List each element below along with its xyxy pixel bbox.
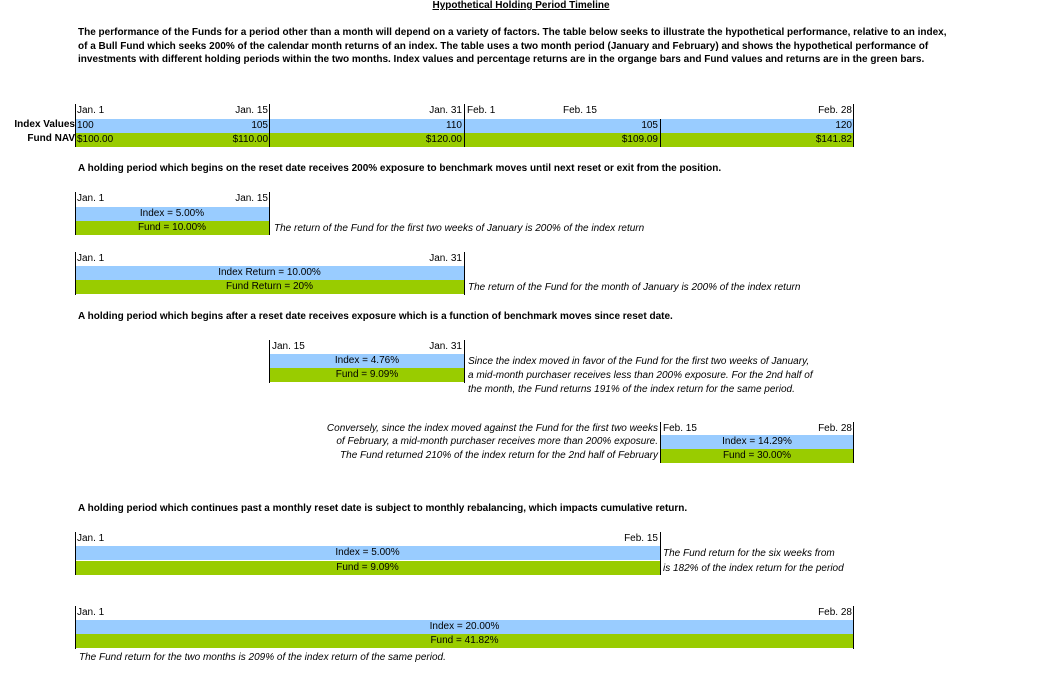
period-end: Feb. 28	[818, 607, 852, 618]
period-right-divider	[853, 422, 854, 463]
fund-return-bar: Fund = 30.00%	[660, 449, 854, 463]
index-return-bar: Index = 5.00%	[75, 207, 269, 221]
period-note-line-1: Conversely, since the index moved agains…	[326, 423, 658, 434]
period-start: Feb. 15	[662, 422, 697, 436]
fund-value-jan15: $110.00	[232, 134, 268, 145]
period-left-divider	[75, 606, 76, 649]
timeline-date-feb28: Feb. 28	[818, 105, 852, 116]
fund-value-feb28: $141.82	[815, 134, 852, 145]
period-start: Jan. 1	[77, 193, 105, 204]
fund-return-bar: Fund = 41.82%	[75, 634, 854, 648]
fund-return-bar: Fund Return = 20%	[75, 280, 464, 294]
period-note-line-1: The Fund return for the six weeks from	[663, 548, 835, 559]
period-note: The return of the Fund for the month of …	[468, 282, 801, 293]
index-return-bar: Index = 14.29%	[660, 435, 854, 449]
index-value-jan31: 110	[446, 120, 462, 131]
period-note-line-2: a mid-month purchaser receives less than…	[468, 370, 813, 381]
fund-value-jan1: $100.00	[77, 134, 114, 145]
period-left-divider	[75, 252, 76, 295]
section2-heading: A holding period which begins after a re…	[78, 311, 673, 322]
divider-feb15	[660, 119, 661, 147]
period-left-divider	[269, 340, 270, 383]
period-start: Jan. 15	[272, 341, 305, 352]
index-return-bar: Index = 5.00%	[75, 546, 660, 560]
period-right-divider	[464, 252, 465, 295]
index-return-bar: Index = 20.00%	[75, 620, 854, 634]
index-value-feb28: 120	[835, 120, 852, 131]
index-value-jan15: 105	[251, 120, 268, 131]
period-note-line-2: of February, a mid-month purchaser recei…	[336, 436, 658, 447]
divider-feb28	[853, 104, 854, 147]
divider-jan1	[75, 104, 76, 147]
page-title: Hypothetical Holding Period Timeline	[432, 0, 610, 11]
period-end: Feb. 15	[624, 533, 658, 544]
period-left-divider	[75, 192, 76, 235]
fund-return-bar: Fund = 9.09%	[75, 561, 660, 575]
period-start: Jan. 1	[77, 533, 105, 544]
period-right-divider	[269, 192, 270, 235]
period-note-line-3: the month, the Fund returns 191% of the …	[468, 384, 795, 395]
period-end: Jan. 31	[429, 253, 462, 264]
period-right-divider	[464, 340, 465, 383]
timeline-date-jan1: Jan. 1	[77, 105, 105, 116]
index-value-feb15: 105	[641, 120, 658, 131]
index-values-label: Index Values	[14, 119, 75, 130]
timeline-date-jan15: Jan. 15	[235, 105, 268, 116]
period-note: The return of the Fund for the first two…	[274, 223, 645, 234]
fund-nav-label: Fund NAV	[27, 133, 75, 144]
index-value-jan1: 100	[77, 120, 94, 131]
index-return-bar: Index Return = 10.00%	[75, 266, 464, 280]
fund-value-feb15: $109.09	[621, 134, 658, 145]
period-note-line-2: is 182% of the index return for the peri…	[663, 563, 844, 574]
period-start: Jan. 1	[77, 607, 105, 618]
index-return-bar: Index = 4.76%	[270, 354, 464, 368]
period-end: Feb. 28	[818, 423, 852, 434]
period-left-divider	[75, 532, 76, 575]
period-end: Jan. 31	[429, 341, 462, 352]
intro-paragraph: The performance of the Funds for a perio…	[78, 27, 947, 65]
period-note: The Fund return for the two months is 20…	[79, 652, 446, 663]
timeline-date-jan31: Jan. 31	[429, 105, 462, 116]
fund-return-bar: Fund = 10.00%	[75, 221, 269, 235]
period-right-divider	[660, 532, 661, 575]
period-start: Jan. 1	[77, 253, 105, 264]
period-end: Jan. 15	[235, 193, 268, 204]
section1-heading: A holding period which begins on the res…	[78, 163, 722, 174]
period-right-divider	[853, 606, 854, 649]
period-left-divider	[660, 422, 661, 463]
period-note-line-1: Since the index moved in favor of the Fu…	[468, 356, 810, 367]
timeline-date-feb15: Feb. 15	[563, 105, 597, 116]
fund-value-jan31: $120.00	[425, 134, 462, 145]
timeline-date-feb1: Feb. 1	[467, 105, 496, 116]
fund-return-bar: Fund = 9.09%	[270, 368, 464, 382]
divider-jan15	[269, 104, 270, 147]
period-note-line-3: The Fund returned 210% of the index retu…	[340, 450, 658, 461]
divider-jan31	[464, 104, 465, 147]
section3-heading: A holding period which continues past a …	[78, 503, 688, 514]
